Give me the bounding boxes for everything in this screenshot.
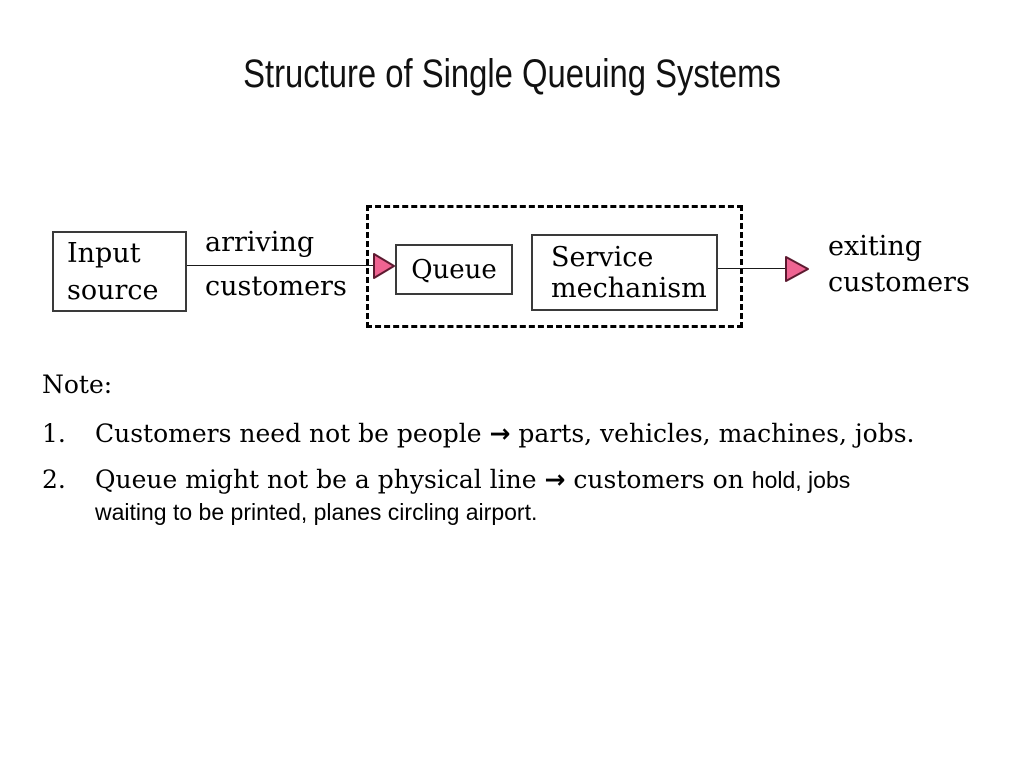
queue-label: Queue [411, 254, 497, 285]
note-item-1: 1. Customers need not be people → parts,… [42, 418, 972, 450]
slide-title: Structure of Single Queuing Systems [243, 52, 781, 96]
exiting-customers-label: exiting customers [828, 231, 970, 298]
input-source-label-line2: source [67, 274, 159, 306]
service-mechanism-box: Service mechanism [531, 234, 718, 311]
note-item-1-number: 1. [42, 419, 66, 448]
service-label-line2: mechanism [551, 272, 707, 304]
note-item-1-text: Customers need not be people → parts, ve… [95, 419, 915, 448]
right-arrow-glyph: → [544, 465, 566, 494]
queuing-system-boundary [366, 205, 743, 328]
notes-section: Note: 1. Customers need not be people → … [42, 370, 972, 528]
note-item-2: 2. Queue might not be a physical line → … [42, 464, 972, 528]
arriving-arrowhead-icon [373, 253, 395, 279]
queue-box: Queue [395, 244, 513, 295]
note-item-2-number: 2. [42, 465, 66, 494]
service-label-line1: Service [551, 241, 654, 273]
arriving-flow-line [187, 265, 373, 266]
input-source-label-line1: Input [67, 237, 141, 269]
arriving-customers-label: arriving customers [205, 227, 347, 302]
note-heading: Note: [42, 370, 113, 399]
exiting-flow-line [718, 268, 785, 269]
exiting-arrowhead-icon [785, 256, 809, 282]
right-arrow-glyph: → [489, 419, 511, 448]
input-source-box: Input source [52, 231, 187, 312]
note-item-2-text: Queue might not be a physical line → cus… [95, 465, 851, 525]
